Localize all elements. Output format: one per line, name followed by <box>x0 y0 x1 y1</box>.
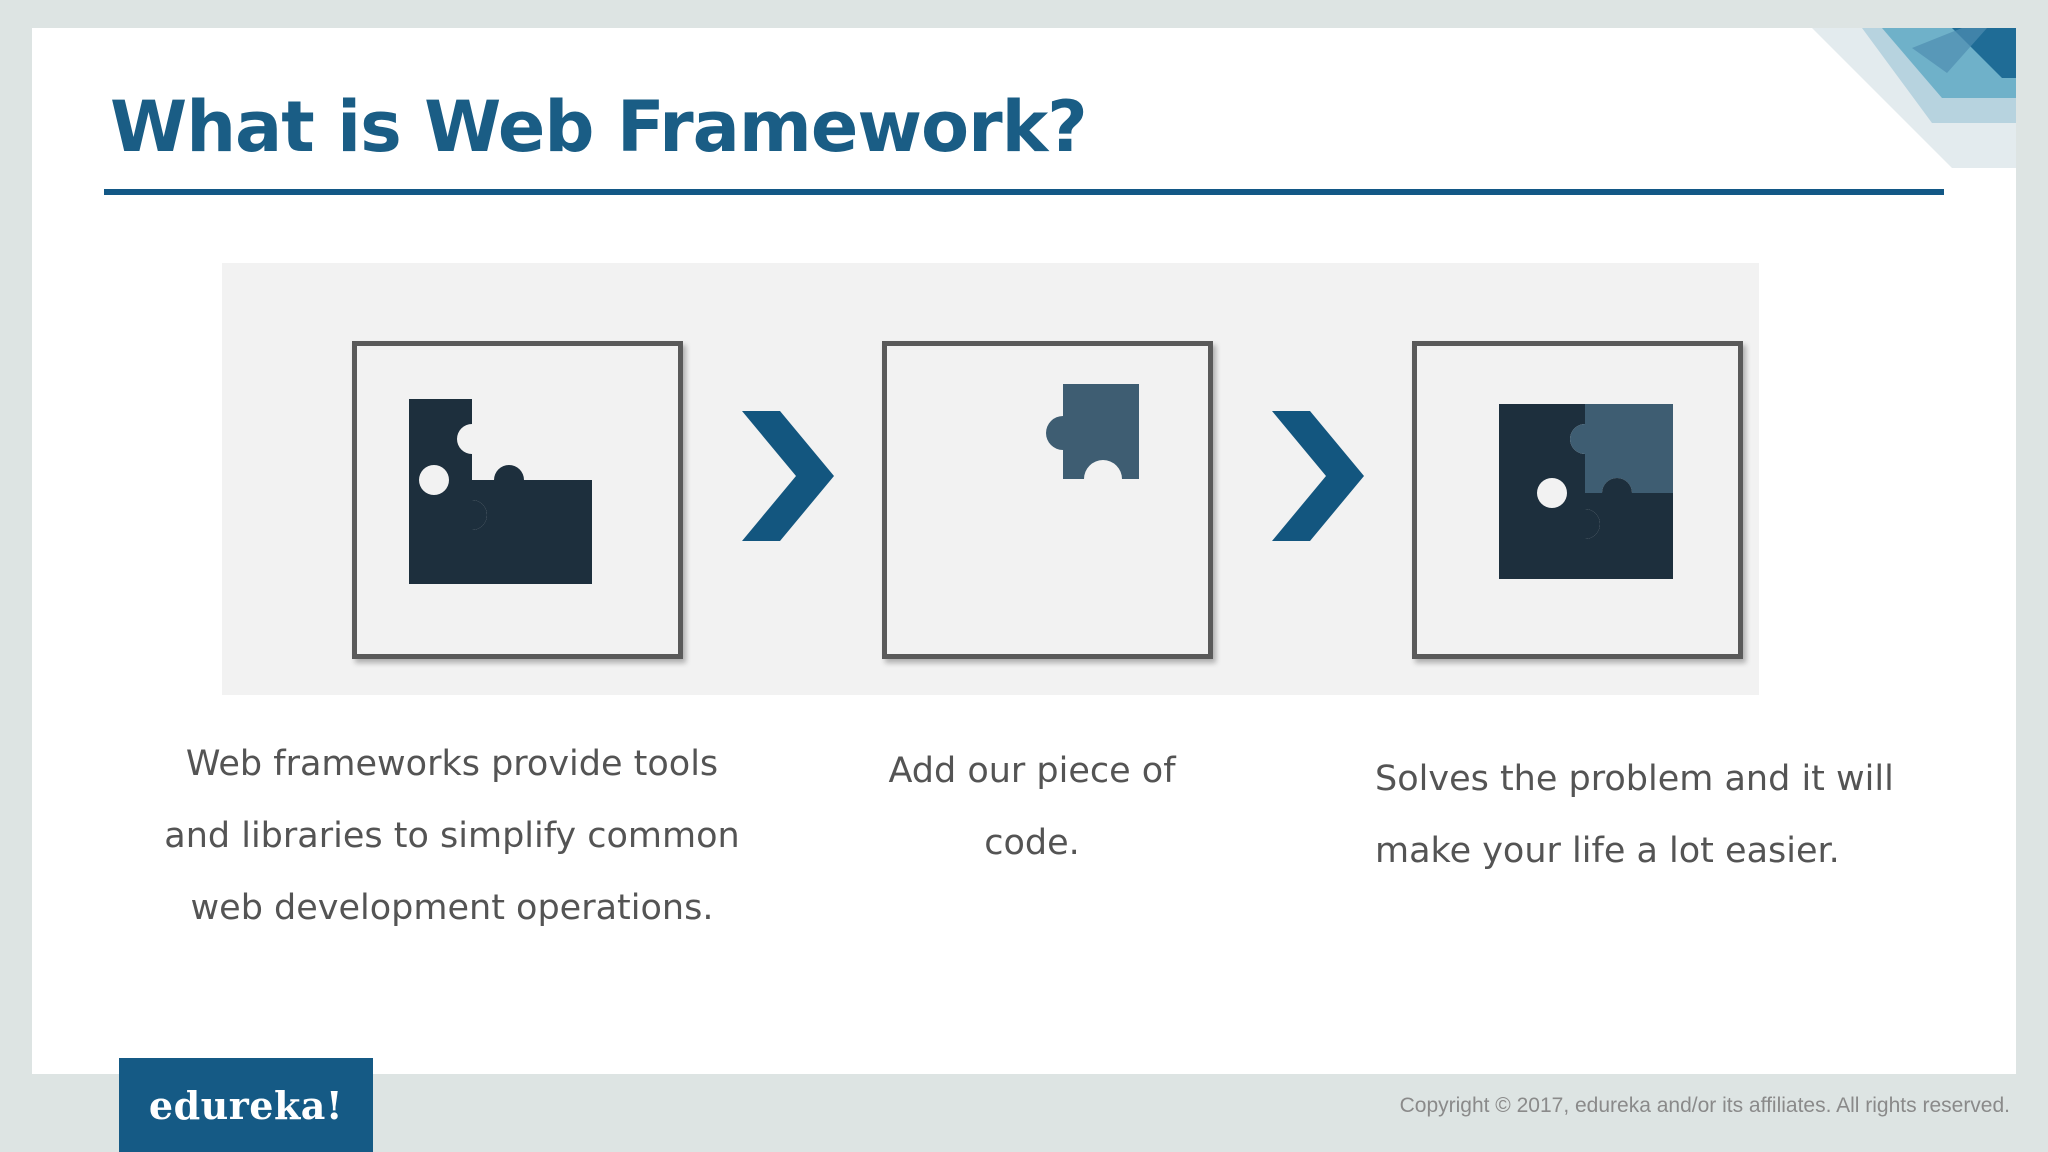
caption-line: and libraries to simplify common <box>164 816 740 856</box>
chevron-right-icon <box>1272 411 1364 541</box>
caption-line: Web frameworks provide tools <box>185 744 719 784</box>
puzzle-missing-piece-icon <box>409 399 592 584</box>
step-3-frame <box>1412 341 1743 659</box>
diagram-panel <box>222 263 1759 695</box>
caption-line: Solves the problem and it will <box>1375 759 1894 799</box>
caption-line: code. <box>984 823 1080 863</box>
chevron-right-icon <box>742 411 834 541</box>
slide-title: What is Web Framework? <box>110 86 1088 168</box>
step-2-frame <box>882 341 1213 659</box>
caption-line: make your life a lot easier. <box>1375 831 1840 871</box>
copyright-notice: Copyright © 2017, edureka and/or its aff… <box>1399 1094 2010 1117</box>
step-3-caption: Solves the problem and it will make your… <box>1375 743 1995 887</box>
corner-decoration <box>1812 28 2016 168</box>
brand-logo: edureka! <box>119 1058 373 1152</box>
step-1-frame <box>352 341 683 659</box>
slide: What is Web Framework? <box>32 28 2016 1074</box>
caption-line: web development operations. <box>190 888 714 928</box>
caption-line: Add our piece of <box>888 751 1176 791</box>
puzzle-complete-icon <box>1499 404 1673 579</box>
step-1-caption: Web frameworks provide tools and librari… <box>152 728 752 944</box>
puzzle-single-piece-icon <box>1032 384 1139 479</box>
step-2-caption: Add our piece of code. <box>832 735 1232 879</box>
brand-logo-text: edureka! <box>148 1082 344 1128</box>
title-underline <box>104 189 1944 195</box>
